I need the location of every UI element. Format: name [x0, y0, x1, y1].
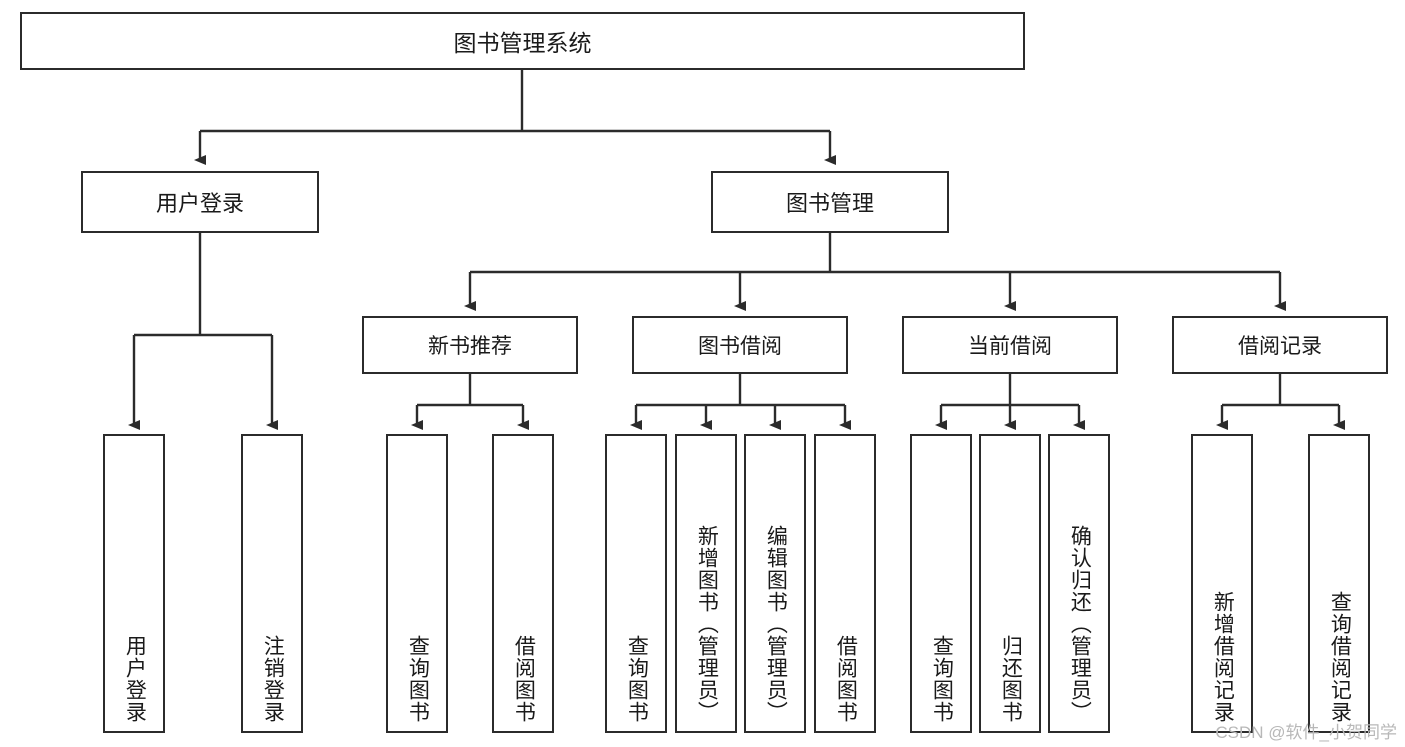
leaf-label: 查询借阅记录	[1328, 591, 1352, 723]
leaf-label: 用户登录	[123, 635, 147, 723]
leaf-label: 查询图书	[625, 635, 649, 723]
node-root-system[interactable]: 图书管理系统	[20, 12, 1025, 70]
leaf-label: 确认归还（管理员）	[1068, 525, 1092, 723]
leaf-borrow-query-book[interactable]: 查询图书	[605, 434, 667, 733]
leaf-current-confirm-return-admin[interactable]: 确认归还（管理员）	[1048, 434, 1110, 733]
leaf-current-return-book[interactable]: 归还图书	[979, 434, 1041, 733]
leaf-label: 借阅图书	[512, 635, 536, 723]
leaf-recommend-borrow-book[interactable]: 借阅图书	[492, 434, 554, 733]
node-new-book-recommend[interactable]: 新书推荐	[362, 316, 578, 374]
node-current-borrow[interactable]: 当前借阅	[902, 316, 1118, 374]
leaf-user-login-signin[interactable]: 用户登录	[103, 434, 165, 733]
leaf-current-query-book[interactable]: 查询图书	[910, 434, 972, 733]
leaf-borrow-add-book-admin[interactable]: 新增图书（管理员）	[675, 434, 737, 733]
node-book-management[interactable]: 图书管理	[711, 171, 949, 233]
leaf-label: 查询图书	[406, 635, 430, 723]
leaf-record-add-record[interactable]: 新增借阅记录	[1191, 434, 1253, 733]
leaf-borrow-edit-book-admin[interactable]: 编辑图书（管理员）	[744, 434, 806, 733]
node-user-login[interactable]: 用户登录	[81, 171, 319, 233]
leaf-label: 编辑图书（管理员）	[764, 525, 788, 723]
node-borrow-record[interactable]: 借阅记录	[1172, 316, 1388, 374]
watermark-text: CSDN @软件_小贺同学	[1215, 723, 1397, 742]
leaf-label: 查询图书	[930, 635, 954, 723]
node-book-borrow[interactable]: 图书借阅	[632, 316, 848, 374]
leaf-recommend-query-book[interactable]: 查询图书	[386, 434, 448, 733]
leaf-record-query-record[interactable]: 查询借阅记录	[1308, 434, 1370, 733]
leaf-label: 注销登录	[261, 635, 285, 723]
leaf-label: 新增图书（管理员）	[695, 525, 719, 723]
leaf-label: 归还图书	[999, 635, 1023, 723]
leaf-borrow-borrow-book[interactable]: 借阅图书	[814, 434, 876, 733]
leaf-user-login-signout[interactable]: 注销登录	[241, 434, 303, 733]
leaf-label: 新增借阅记录	[1211, 591, 1235, 723]
leaf-label: 借阅图书	[834, 635, 858, 723]
